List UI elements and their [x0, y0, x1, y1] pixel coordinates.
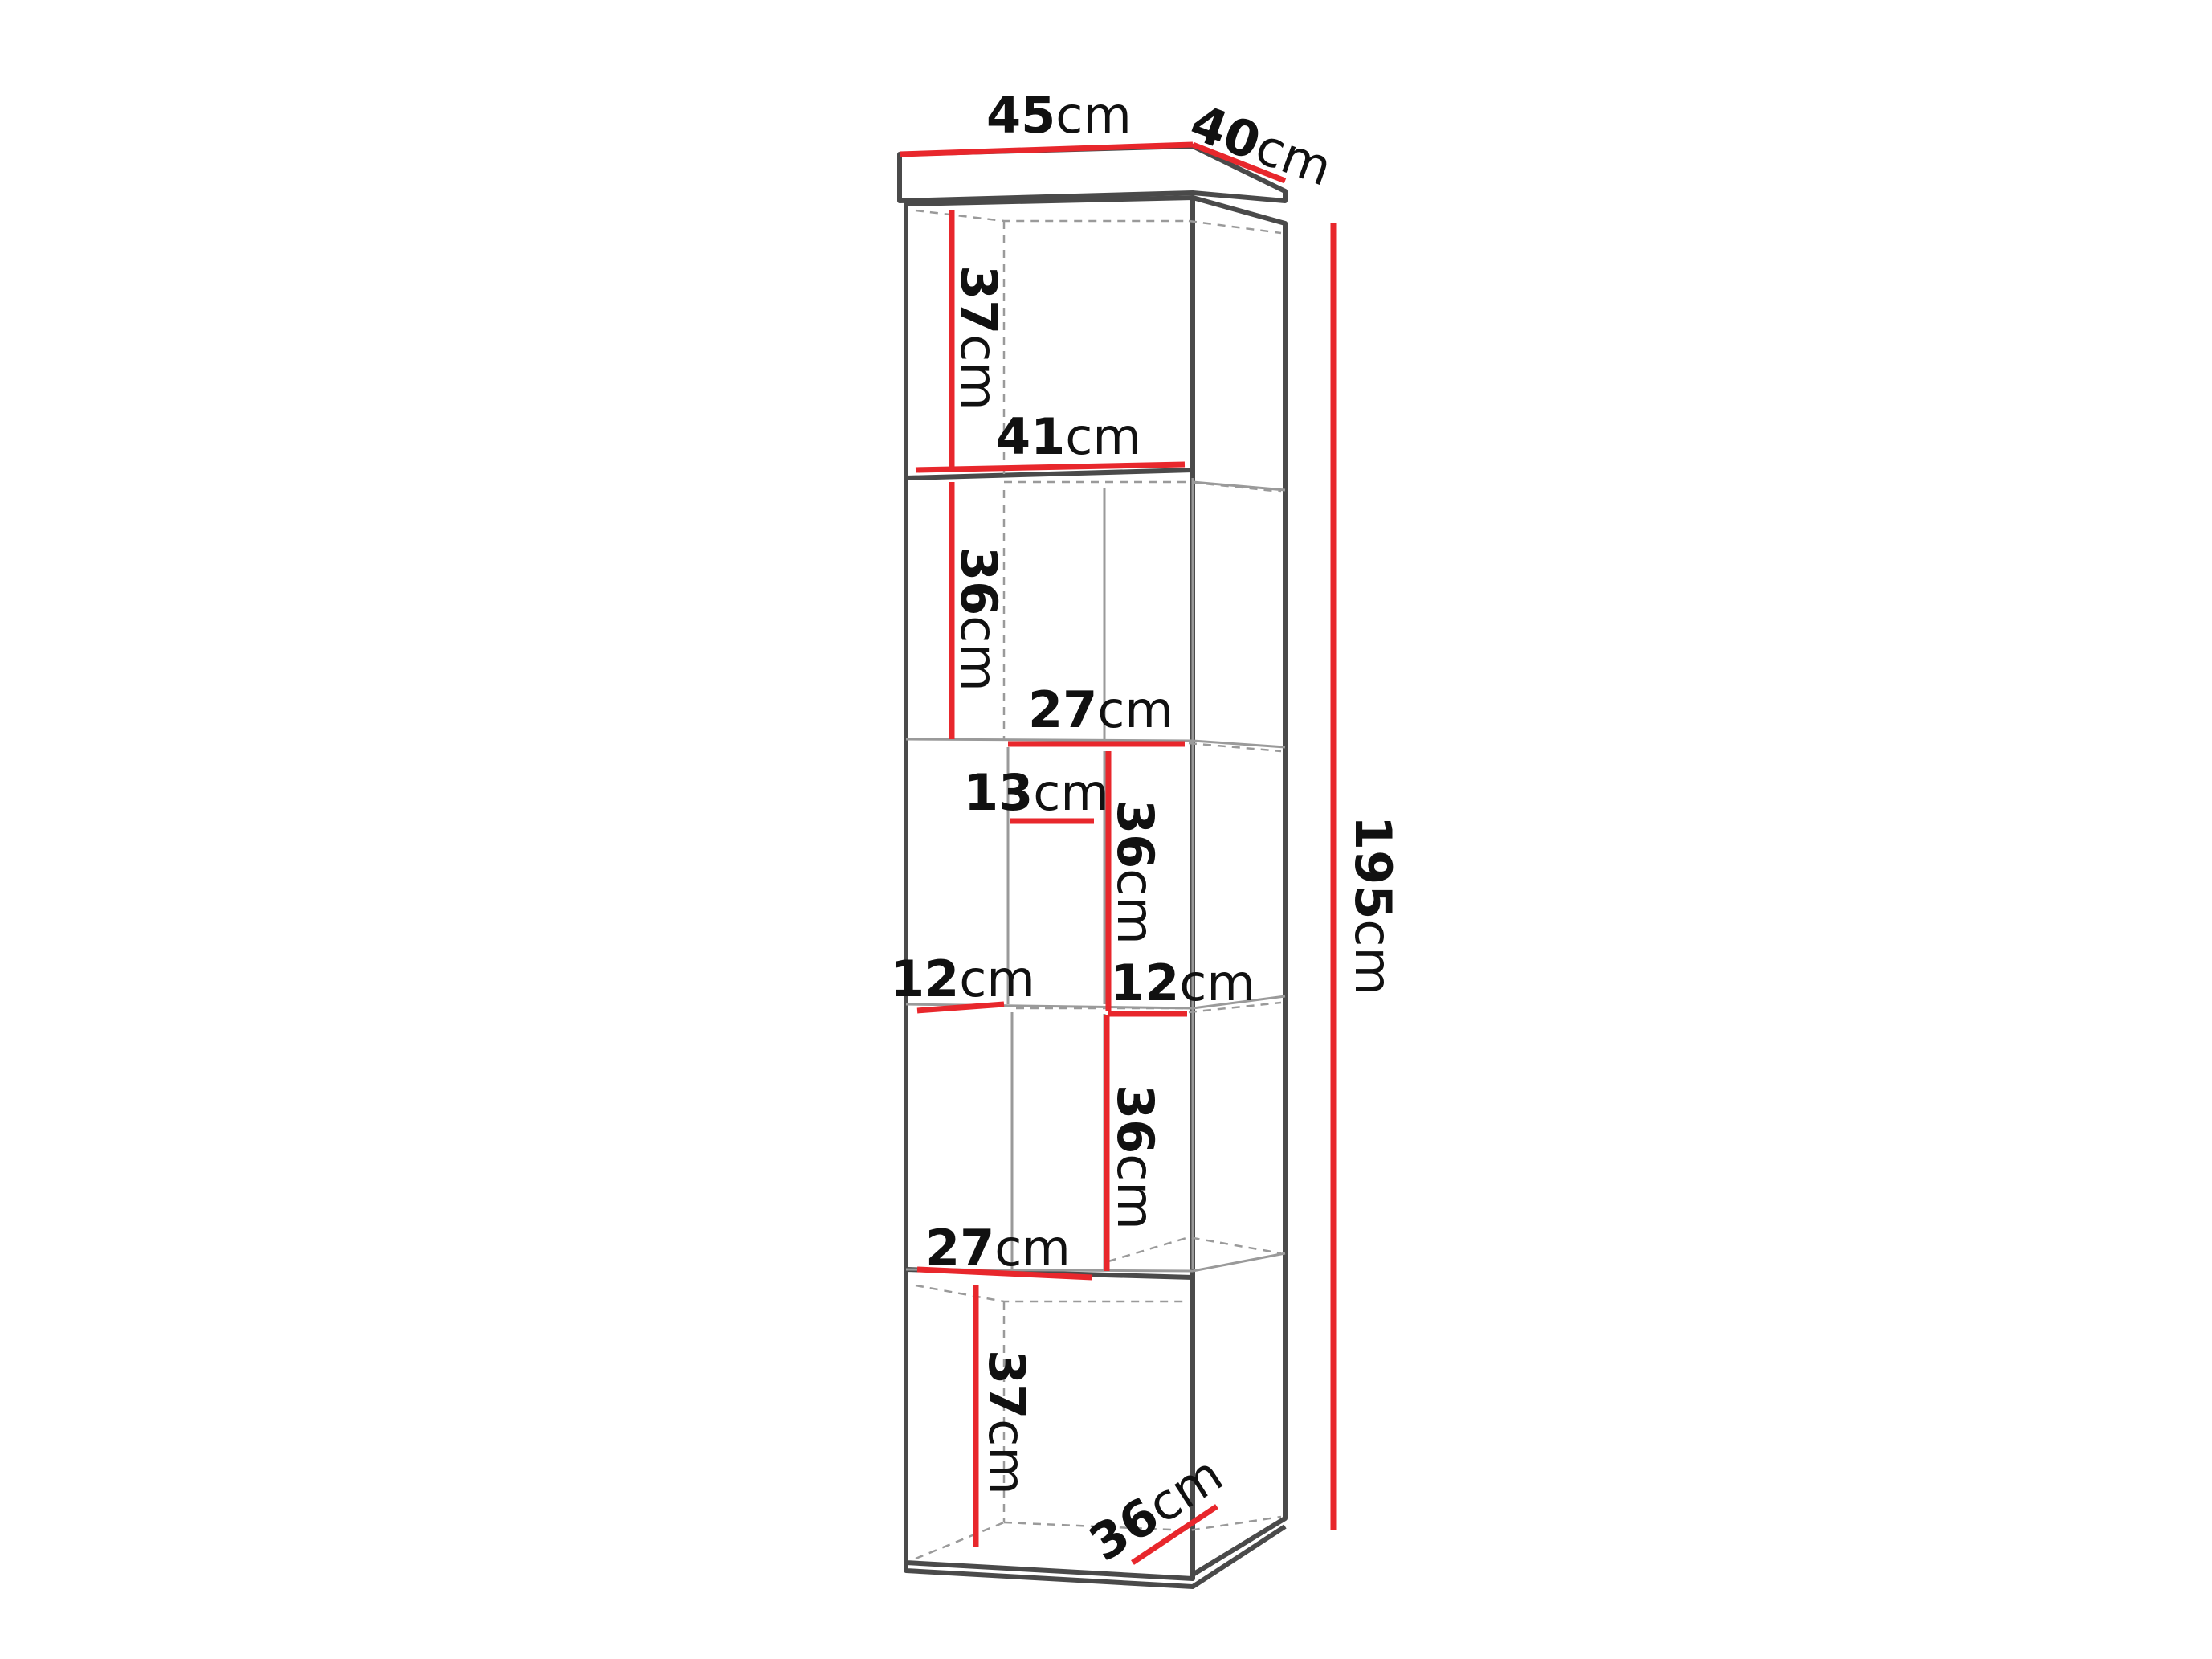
dim-line-depth: [1191, 141, 1287, 184]
dim-line-lower-width: [916, 1266, 1093, 1281]
hidden-lines: [915, 209, 1282, 1560]
label-bottom-depth: 36cm: [1079, 1444, 1232, 1573]
label-middle-small-width: 13cm: [964, 763, 1109, 822]
dim-line-bottom-depth: [1131, 1504, 1218, 1565]
dim-line-width: [899, 141, 1194, 157]
label-top-compartment-height: 37cm: [949, 265, 1008, 411]
dim-line-12-left: [916, 1001, 1005, 1014]
dimension-lines: [899, 141, 1337, 1565]
label-lower-open-height: 36cm: [1106, 1085, 1165, 1230]
label-height: 195cm: [1344, 815, 1402, 995]
label-lower-shelf-width: 27cm: [925, 1219, 1071, 1277]
label-middle-open-height: 36cm: [1106, 799, 1165, 945]
cabinet-outline: [897, 144, 1288, 1589]
label-bottom-compartment-height: 37cm: [977, 1350, 1036, 1495]
label-upper-shelf-width: 27cm: [1028, 680, 1173, 739]
label-top-compartment-width: 41cm: [996, 407, 1141, 466]
label-middle-right-width: 12cm: [1110, 954, 1255, 1012]
label-upper-open-height: 36cm: [949, 546, 1008, 692]
label-width: 45cm: [986, 86, 1132, 145]
label-middle-left-width: 12cm: [890, 950, 1035, 1008]
dimension-labels: 45cm 40cm 195cm 37cm 41cm 36cm 27cm 13cm…: [890, 86, 1402, 1573]
dim-line-top-width: [915, 461, 1186, 473]
